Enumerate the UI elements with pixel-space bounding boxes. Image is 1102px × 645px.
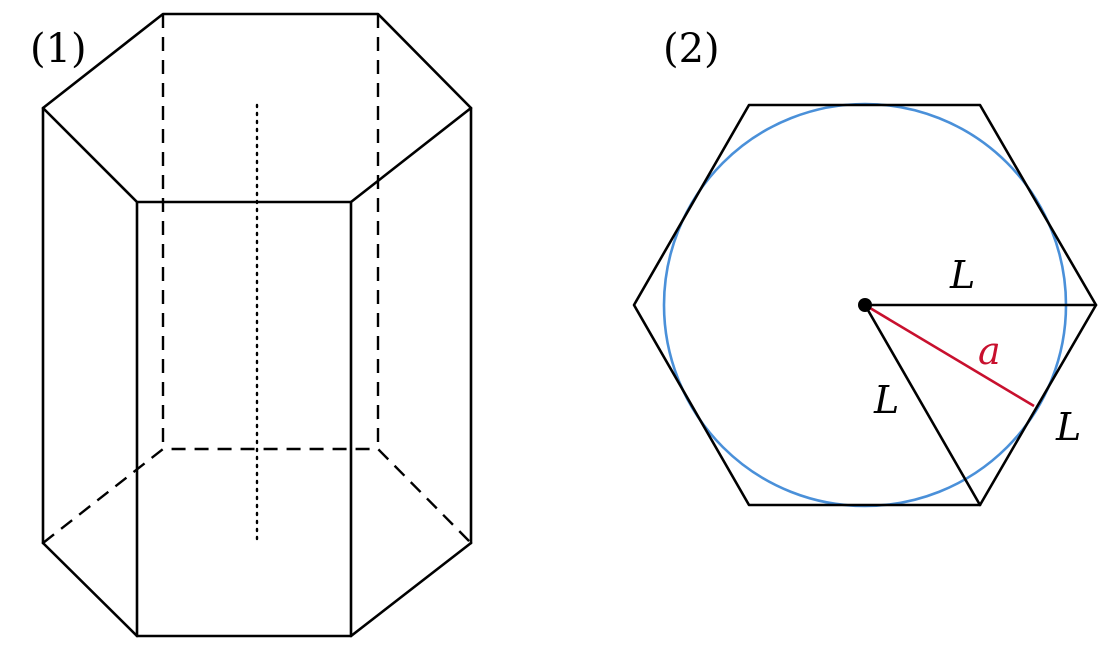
label-apothem: a bbox=[978, 329, 1001, 373]
panel-1-label: (1) bbox=[30, 26, 87, 72]
radius-to-bottom-right-vertex bbox=[863, 303, 982, 507]
label-side-left: L bbox=[873, 378, 899, 422]
center-point bbox=[858, 298, 872, 312]
apothem-line bbox=[864, 303, 1035, 408]
panel-2-hexagon-cross-section: (2) L L L a bbox=[632, 26, 1098, 508]
label-side-right: L bbox=[1055, 405, 1081, 449]
panel-1-hexagonal-prism: (1) bbox=[30, 12, 473, 638]
prism-bottom-front-edges bbox=[41, 541, 473, 638]
panel-2-label: (2) bbox=[663, 26, 720, 72]
label-side-top: L bbox=[949, 253, 975, 297]
prism-hidden-bottom-edges bbox=[42, 447, 472, 544]
